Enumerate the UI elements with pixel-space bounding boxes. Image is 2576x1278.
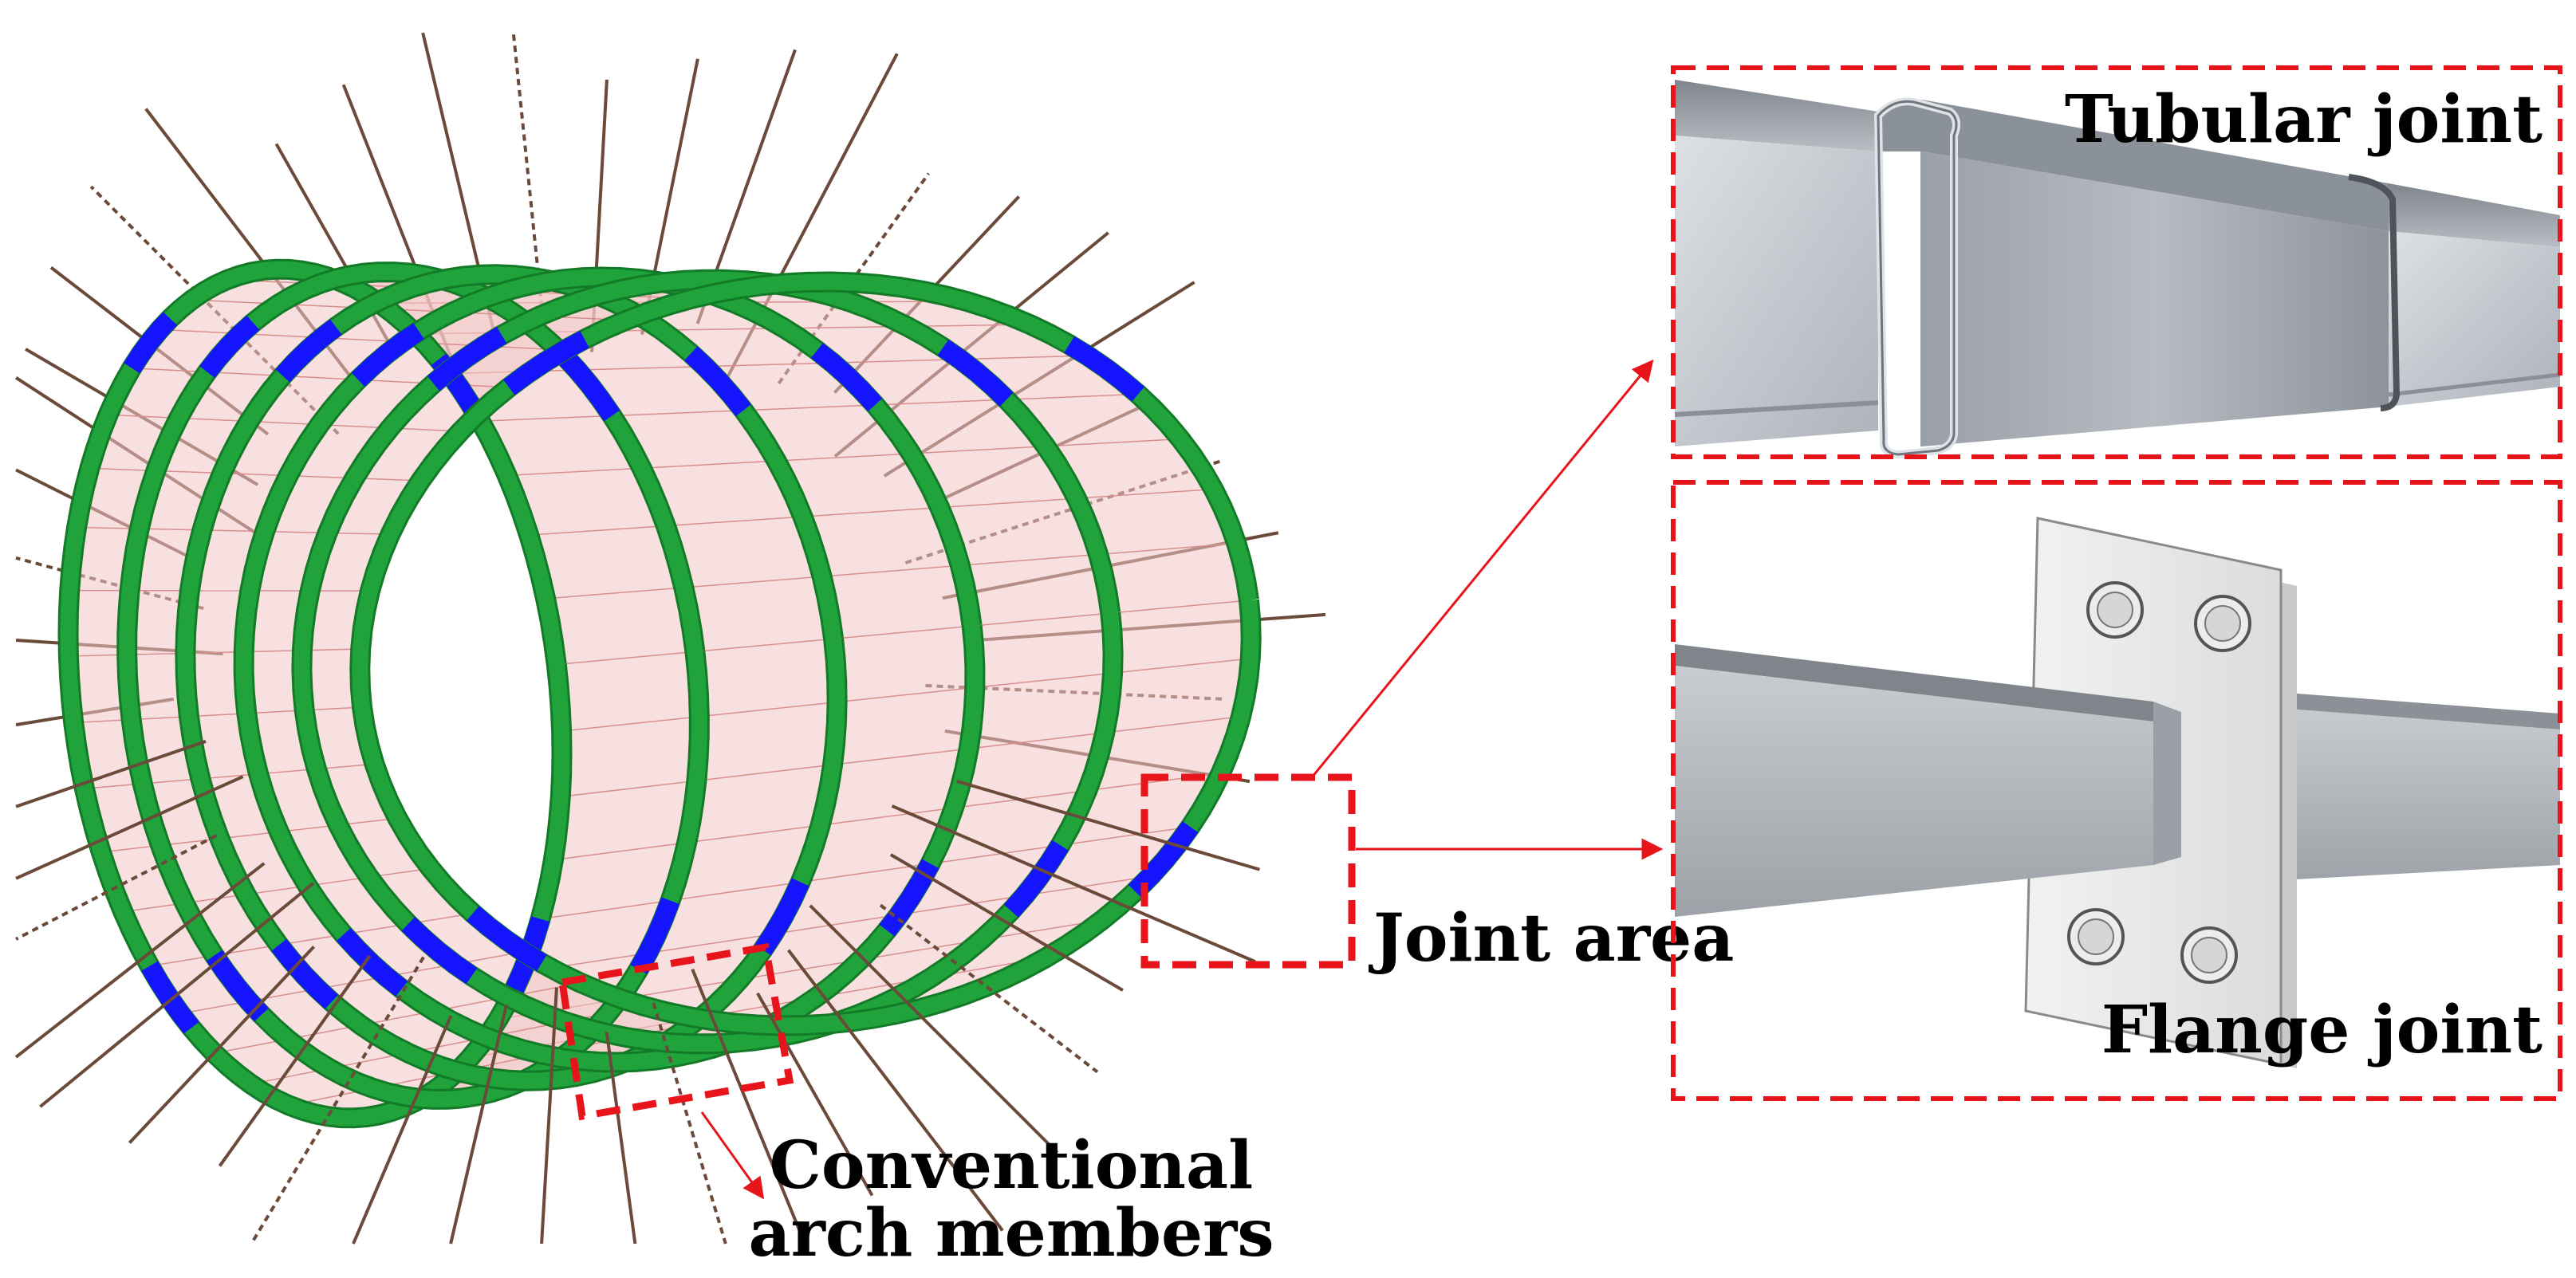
tubular-joint-label: Tubular joint <box>2065 81 2543 158</box>
arch-support-model <box>16 32 1325 1244</box>
arrow-to-conventional-label <box>702 1112 762 1196</box>
beam-left-face <box>1675 136 1878 446</box>
flange-joint-label: Flange joint <box>2101 992 2543 1068</box>
arrow-to-tubular-joint <box>1312 363 1651 777</box>
tubular-joint-panel: Tubular joint <box>1673 68 2560 457</box>
arch-rings <box>69 269 1251 1119</box>
conventional-label-line2: arch members <box>748 1195 1274 1272</box>
conventional-label-line1: Conventional <box>770 1127 1254 1204</box>
flange-joint-panel: Flange joint <box>1675 518 2560 1068</box>
beam-right-face <box>2389 231 2560 407</box>
